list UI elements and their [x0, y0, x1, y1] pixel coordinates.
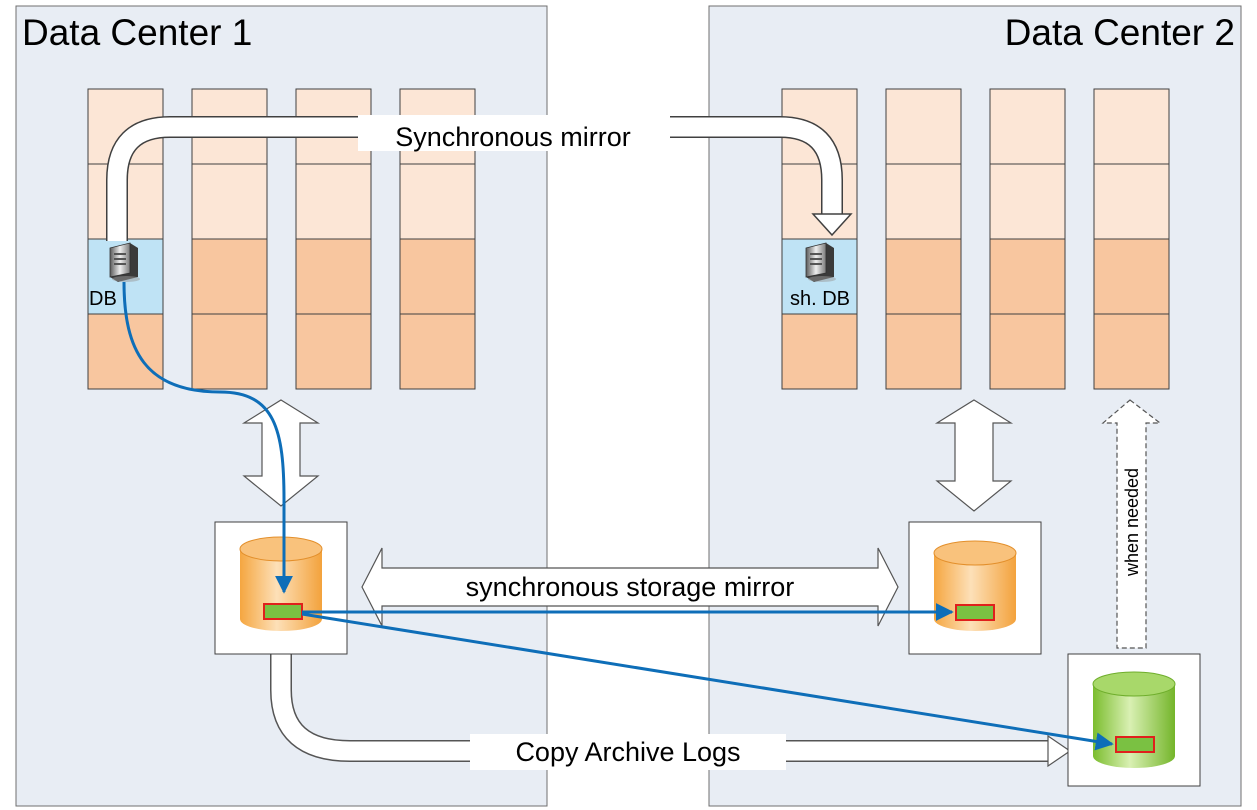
when-needed-arrow: when needed — [1101, 399, 1162, 649]
shadow-db-server-label: sh. DB — [790, 288, 850, 310]
dc2-rack-storage-arrow — [934, 399, 1014, 512]
dc2-rack-3 — [989, 88, 1066, 390]
copy-archive-arrow: Copy Archive Logs — [270, 654, 1072, 770]
datacenter-1-title: Data Center 1 — [22, 12, 252, 53]
dc2-rack-2 — [885, 88, 962, 390]
disk-icon — [933, 540, 1017, 631]
dc2-rack-4 — [1093, 88, 1170, 390]
dc2-storage-box — [908, 521, 1042, 655]
datacenter-2-title: Data Center 2 — [1005, 12, 1235, 53]
sync-mirror-arrow: Synchronous mirror — [106, 115, 853, 241]
when-needed-label: when needed — [1122, 468, 1142, 577]
db-server-label: DB — [89, 288, 117, 310]
db-write-flow — [122, 281, 293, 594]
dc1-storage-box — [214, 521, 348, 655]
disk-icon — [1092, 671, 1176, 768]
server-icon — [109, 242, 140, 282]
log-block-icon — [1115, 736, 1155, 753]
storage-mirror-label: synchronous storage mirror — [466, 572, 795, 602]
data-flow-lines — [122, 281, 1114, 751]
server-icon — [805, 242, 836, 282]
sync-mirror-label: Synchronous mirror — [395, 122, 631, 152]
dc2-rack-1 — [781, 88, 858, 390]
archive-log-flow — [301, 612, 1114, 751]
log-block-icon — [263, 603, 303, 620]
storage-mirror-arrow: synchronous storage mirror — [361, 547, 899, 627]
dc1-rack-3 — [295, 88, 372, 390]
copy-archive-label: Copy Archive Logs — [515, 737, 740, 767]
log-block-icon — [955, 604, 995, 621]
dc2-archive-storage-box — [1067, 653, 1201, 787]
